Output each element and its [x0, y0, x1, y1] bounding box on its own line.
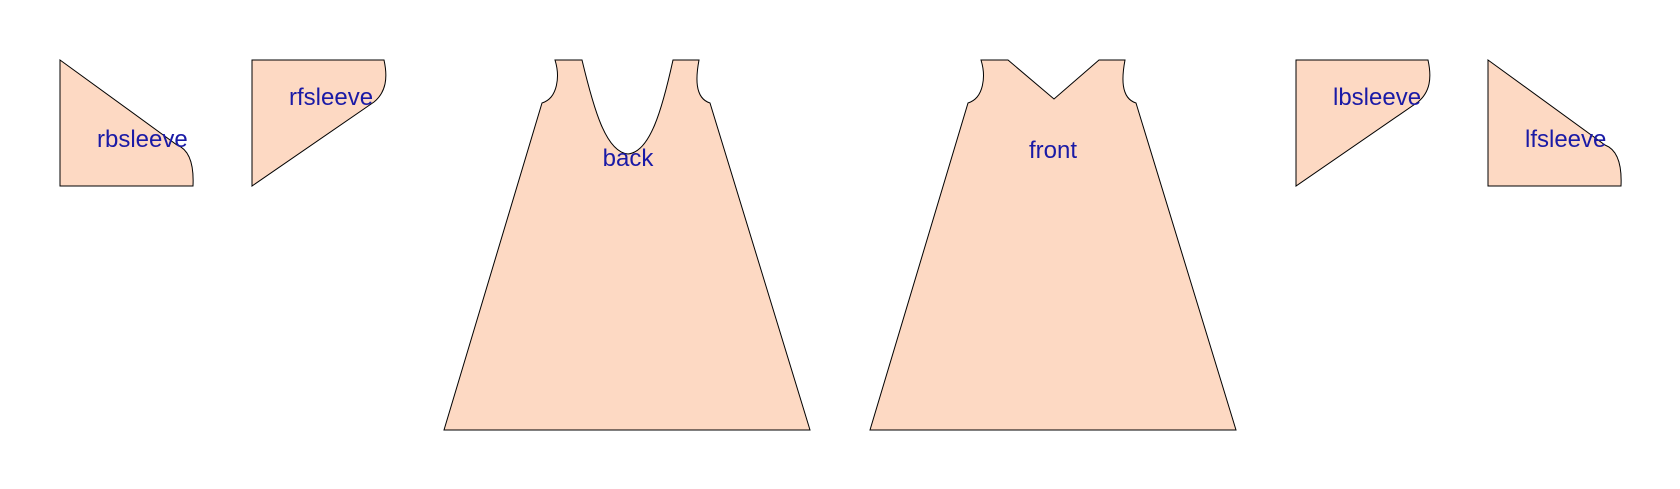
lfsleeve-label: lfsleeve: [1525, 126, 1606, 153]
rbsleeve-label: rbsleeve: [97, 126, 188, 153]
pattern-piece-rfsleeve[interactable]: rfsleeve: [251, 59, 387, 187]
pattern-piece-back[interactable]: back: [443, 59, 811, 431]
rbsleeve-shape: [59, 59, 194, 187]
back-shape: [443, 59, 811, 431]
lbsleeve-shape: [1295, 59, 1431, 187]
lfsleeve-shape: [1487, 59, 1622, 187]
lbsleeve-label: lbsleeve: [1333, 84, 1421, 111]
front-label: front: [1029, 137, 1077, 164]
rfsleeve-label: rfsleeve: [289, 84, 373, 111]
back-label: back: [603, 145, 655, 172]
rfsleeve-shape: [251, 59, 387, 187]
pattern-piece-front[interactable]: front: [869, 59, 1237, 431]
front-shape: [869, 59, 1237, 431]
pattern-piece-rbsleeve[interactable]: rbsleeve: [59, 59, 194, 187]
pattern-piece-lbsleeve[interactable]: lbsleeve: [1295, 59, 1431, 187]
pattern-piece-lfsleeve[interactable]: lfsleeve: [1487, 59, 1622, 187]
